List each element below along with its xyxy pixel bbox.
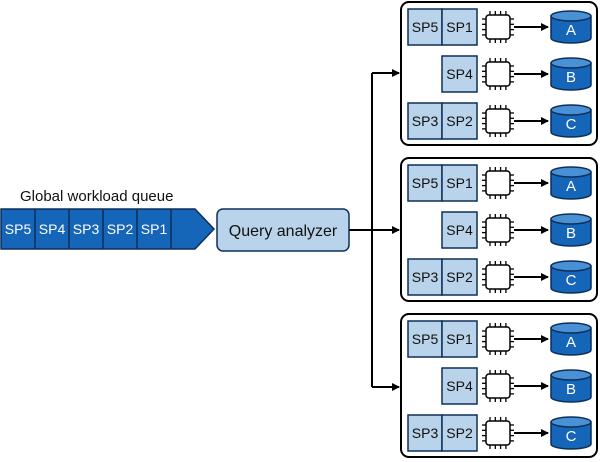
db-top xyxy=(550,10,592,22)
sp-slot xyxy=(441,102,478,140)
server-cluster: SP5 SP1 A SP4 B SP3 SP2 C xyxy=(400,157,598,302)
chip-body xyxy=(485,14,511,40)
sp-slot-label: SP4 xyxy=(446,66,473,82)
db-body xyxy=(550,63,592,91)
sp-slot-label: SP5 xyxy=(412,19,439,35)
sp-slot-label: SP3 xyxy=(412,425,439,441)
db-top xyxy=(550,166,592,178)
db-label: C xyxy=(566,428,577,445)
db-label: A xyxy=(566,334,576,351)
sp-slot xyxy=(407,8,443,46)
query-analyzer: Query analyzer xyxy=(216,208,350,252)
database-icon: C xyxy=(550,104,592,138)
sp-slot-label: SP1 xyxy=(446,175,473,191)
db-label: A xyxy=(566,178,576,195)
queue-item: SP2 xyxy=(107,221,134,237)
sp-slot xyxy=(407,164,443,202)
db-label: B xyxy=(566,225,576,242)
db-top xyxy=(550,57,592,69)
queue-item: SP5 xyxy=(5,221,32,237)
db-body xyxy=(550,375,592,403)
sp-slot-label: SP5 xyxy=(412,331,439,347)
db-top xyxy=(550,104,592,116)
sp-slot-label: SP2 xyxy=(446,113,473,129)
db-label: C xyxy=(566,116,577,133)
sp-slot xyxy=(441,55,478,93)
database-icon: C xyxy=(550,416,592,450)
chip-body xyxy=(485,420,511,446)
cpu-chip-icon xyxy=(482,58,514,90)
sp-slot-label: SP2 xyxy=(446,425,473,441)
db-top xyxy=(550,213,592,225)
db-body xyxy=(550,266,592,294)
queue-shape xyxy=(0,208,216,250)
sp-slot xyxy=(441,320,478,358)
db-top xyxy=(550,369,592,381)
db-body xyxy=(550,172,592,200)
sp-slot xyxy=(441,414,478,452)
server-cluster: SP5 SP1 A SP4 B SP3 SP2 C xyxy=(400,313,598,458)
database-icon: B xyxy=(550,369,592,403)
queue-item: SP4 xyxy=(39,221,66,237)
cpu-chip-icon xyxy=(482,214,514,246)
sp-slot-label: SP4 xyxy=(446,222,473,238)
sp-slot xyxy=(441,164,478,202)
chip-body xyxy=(485,373,511,399)
sp-slot xyxy=(407,320,443,358)
chip-body xyxy=(485,264,511,290)
db-label: B xyxy=(566,381,576,398)
server-cluster: SP5 SP1 A SP4 B SP3 SP2 C xyxy=(400,1,598,146)
db-label: A xyxy=(566,22,576,39)
db-body xyxy=(550,422,592,450)
db-top xyxy=(550,322,592,334)
db-body xyxy=(550,219,592,247)
database-icon: A xyxy=(550,166,592,200)
global-workload-queue: SP5 SP4 SP3 SP2 SP1 xyxy=(0,208,216,250)
database-icon: B xyxy=(550,57,592,91)
db-top xyxy=(550,260,592,272)
cpu-chip-icon xyxy=(482,167,514,199)
queue-title: Global workload queue xyxy=(20,188,173,205)
db-body xyxy=(550,328,592,356)
sp-slot xyxy=(441,258,478,296)
cpu-chip-icon xyxy=(482,323,514,355)
cpu-chip-icon xyxy=(482,261,514,293)
chip-body xyxy=(485,170,511,196)
queue-item: SP1 xyxy=(141,221,168,237)
db-top xyxy=(550,416,592,428)
sp-slot-label: SP4 xyxy=(446,378,473,394)
cpu-chip-icon xyxy=(482,11,514,43)
db-label: C xyxy=(566,272,577,289)
sp-slot-label: SP3 xyxy=(412,113,439,129)
cpu-chip-icon xyxy=(482,370,514,402)
routing-connectors xyxy=(349,69,400,391)
queue-item: SP3 xyxy=(73,221,100,237)
chip-body xyxy=(485,326,511,352)
query-analyzer-label: Query analyzer xyxy=(229,223,338,240)
database-icon: B xyxy=(550,213,592,247)
cpu-chip-icon xyxy=(482,417,514,449)
sp-slot-label: SP1 xyxy=(446,19,473,35)
sp-slot xyxy=(441,211,478,249)
sp-slot xyxy=(441,367,478,405)
sp-slot-label: SP3 xyxy=(412,269,439,285)
database-icon: A xyxy=(550,10,592,44)
database-icon: A xyxy=(550,322,592,356)
db-body xyxy=(550,110,592,138)
database-icon: C xyxy=(550,260,592,294)
chip-body xyxy=(485,61,511,87)
sp-slot-label: SP1 xyxy=(446,331,473,347)
cpu-chip-icon xyxy=(482,105,514,137)
chip-body xyxy=(485,217,511,243)
sp-slot xyxy=(407,414,443,452)
sp-slot-label: SP2 xyxy=(446,269,473,285)
sp-slot xyxy=(441,8,478,46)
db-label: B xyxy=(566,69,576,86)
chip-body xyxy=(485,108,511,134)
db-body xyxy=(550,16,592,44)
sp-slot-label: SP5 xyxy=(412,175,439,191)
